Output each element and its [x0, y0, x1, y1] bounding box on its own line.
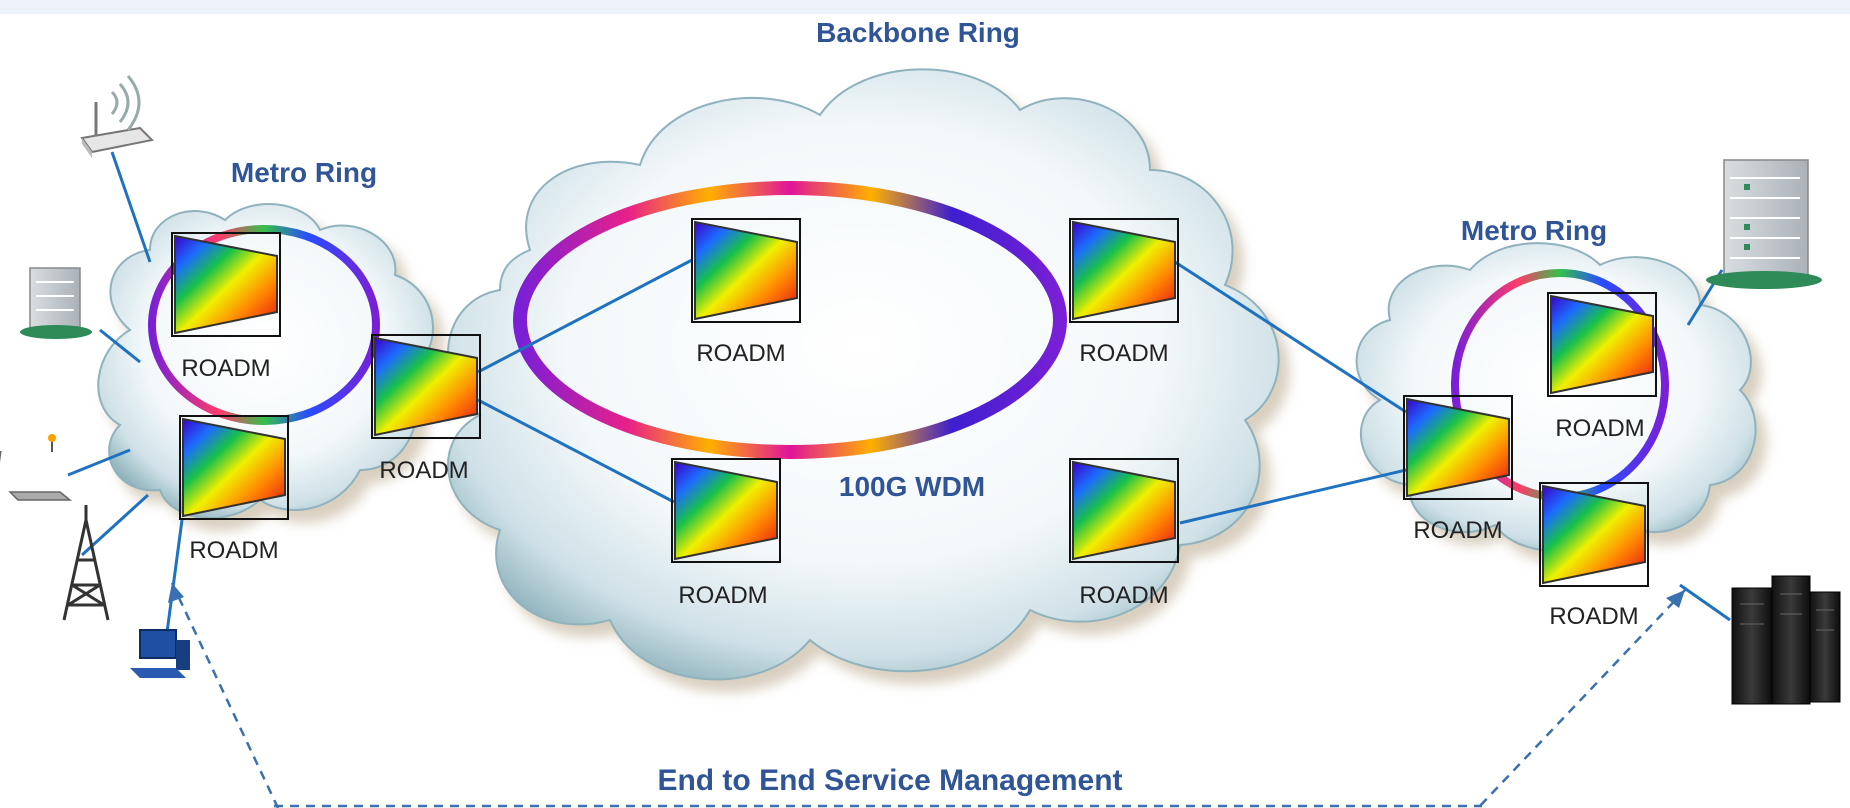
- building-icon: [20, 267, 92, 339]
- metro-ring-right-title: Metro Ring: [1461, 215, 1607, 246]
- roadm-label: ROADM: [379, 457, 468, 484]
- end-to-end-label: End to End Service Management: [657, 764, 1122, 797]
- roadm-label: ROADM: [181, 355, 270, 382]
- roadm-label: ROADM: [189, 537, 278, 564]
- backbone-ring-path: [513, 181, 1067, 459]
- cell-tower-icon: [62, 505, 110, 621]
- roadm-label: ROADM: [1079, 340, 1168, 367]
- roadm-label: ROADM: [1549, 603, 1638, 630]
- backbone-ring-title: Backbone Ring: [816, 17, 1020, 48]
- roadm-label: ROADM: [696, 340, 785, 367]
- metro-ring-left-path: [148, 225, 380, 425]
- roadm-label: ROADM: [1555, 415, 1644, 442]
- top-band: [0, 0, 1850, 14]
- wdm-capacity-label: 100G WDM: [839, 471, 985, 502]
- roadm-label: ROADM: [1413, 517, 1502, 544]
- roadm-label: ROADM: [678, 582, 767, 609]
- arrow-head-left-icon: [168, 583, 184, 603]
- arrow-head-right-icon: [1666, 590, 1685, 608]
- desktop-computer-icon: [130, 629, 190, 678]
- server-rack-icon: [1731, 575, 1841, 705]
- roadm-label: ROADM: [1079, 582, 1168, 609]
- laptop-icon: [0, 434, 73, 501]
- end-to-end-dashed-path: [170, 582, 1686, 808]
- office-building-icon: [1706, 159, 1822, 289]
- wifi-router-icon: [80, 75, 155, 158]
- metro-ring-left-title: Metro Ring: [231, 157, 377, 188]
